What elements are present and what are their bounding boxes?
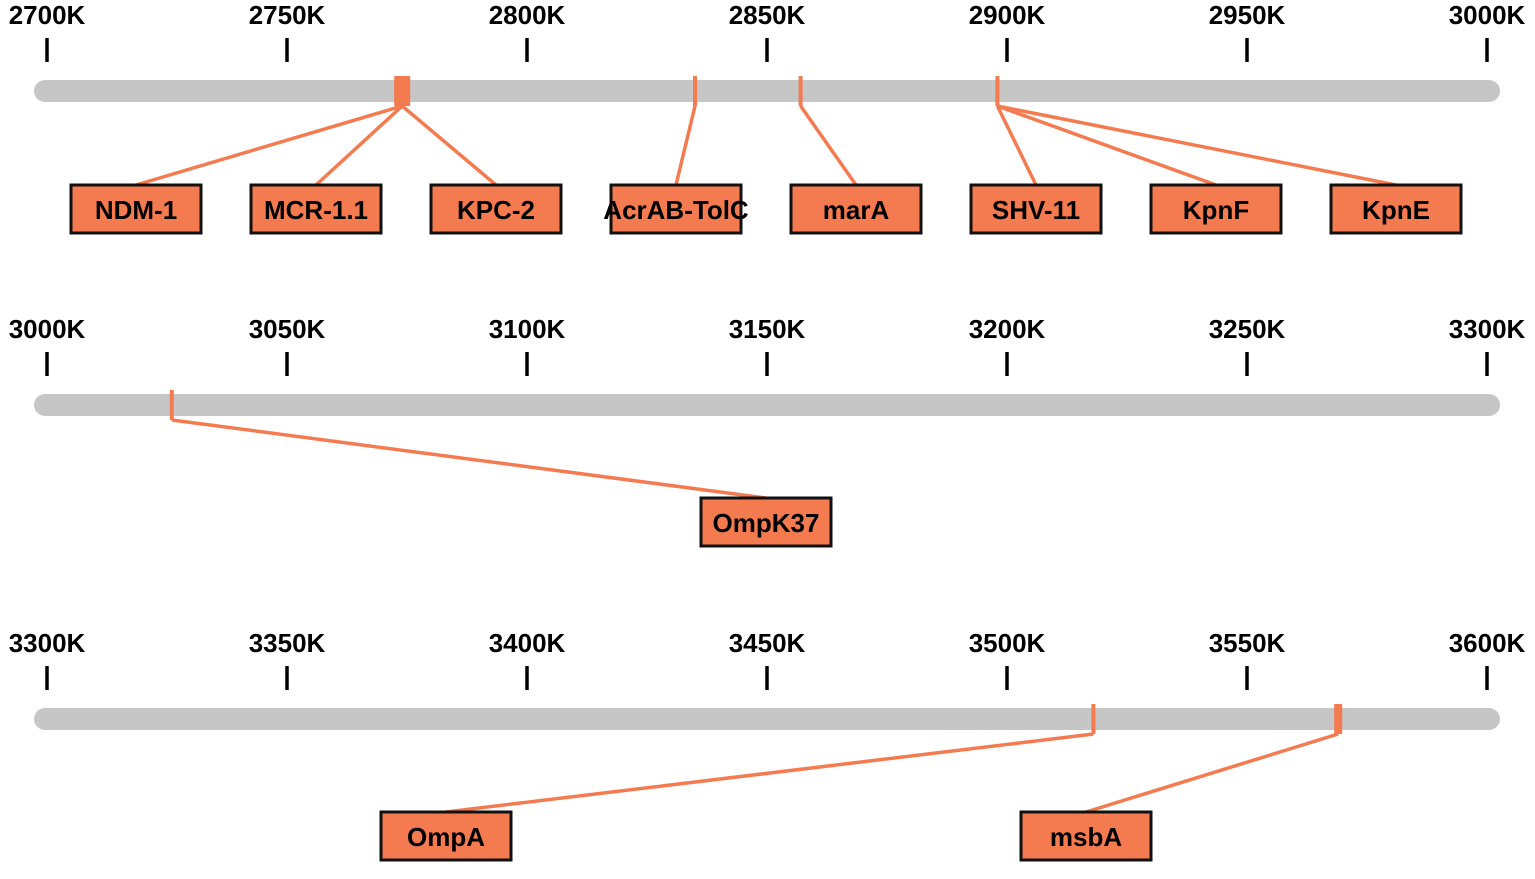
gene-label: OmpK37: [713, 508, 820, 538]
gene-connector: [995, 105, 1038, 186]
chromosome-track: [34, 708, 1500, 730]
gene-marker: [995, 76, 1000, 106]
gene-label-box: [1019, 810, 1153, 862]
tick-label: 3100K: [489, 314, 566, 344]
gene-label-box: [699, 496, 833, 548]
gene-label: MCR-1.1: [264, 195, 368, 225]
gene-marker: [394, 76, 411, 106]
tick-label: 3000K: [1449, 0, 1526, 30]
gene-label-box: [249, 183, 383, 235]
tick-label: 2700K: [9, 0, 86, 30]
gene-label-box: [969, 183, 1103, 235]
gene-connector: [674, 105, 697, 186]
tick-label: 2800K: [489, 0, 566, 30]
gene-label: KpnE: [1362, 195, 1430, 225]
tick-label: 3600K: [1449, 628, 1526, 658]
gene-label-box: [1329, 183, 1463, 235]
tick-label: 3500K: [969, 628, 1046, 658]
gene-connector: [799, 104, 858, 187]
gene-label-box: [789, 183, 923, 235]
gene-marker: [693, 76, 697, 106]
gene-marker: [1091, 704, 1096, 734]
chromosome-track: [34, 80, 1500, 102]
gene-connector: [1085, 732, 1339, 814]
gene-label: marA: [823, 195, 890, 225]
gene-connector: [171, 418, 767, 500]
gene-connector: [135, 104, 403, 187]
tick-label: 3450K: [729, 628, 806, 658]
gene-label: KpnF: [1183, 195, 1249, 225]
gene-connector: [314, 104, 404, 187]
gene-label: OmpA: [407, 822, 485, 852]
gene-label: msbA: [1050, 822, 1122, 852]
gene-label: KPC-2: [457, 195, 535, 225]
tick-label: 3300K: [1449, 314, 1526, 344]
tick-label: 2750K: [249, 0, 326, 30]
tick-label: 2950K: [1209, 0, 1286, 30]
tick-label: 2850K: [729, 0, 806, 30]
tick-label: 3150K: [729, 314, 806, 344]
tick-label: 3000K: [9, 314, 86, 344]
gene-label-box: [429, 183, 563, 235]
gene-marker: [798, 76, 803, 106]
gene-connector: [996, 104, 1217, 187]
gene-label-box: [69, 183, 203, 235]
gene-label: NDM-1: [95, 195, 177, 225]
gene-marker: [1334, 704, 1343, 734]
gene-label: SHV-11: [992, 195, 1080, 225]
gene-label-box: [1149, 183, 1283, 235]
tick-label: 3350K: [249, 628, 326, 658]
tick-label: 3400K: [489, 628, 566, 658]
tick-label: 2900K: [969, 0, 1046, 30]
gene-label-box: [609, 183, 743, 235]
gene-label: AcrAB-TolC: [603, 195, 749, 225]
gene-label-box: [379, 810, 513, 862]
tick-label: 3550K: [1209, 628, 1286, 658]
tick-label: 3300K: [9, 628, 86, 658]
tick-label: 3050K: [249, 314, 326, 344]
chromosome-track: [34, 394, 1500, 416]
tick-label: 3200K: [969, 314, 1046, 344]
gene-connector: [997, 104, 1397, 187]
gene-marker: [169, 390, 174, 420]
tick-label: 3250K: [1209, 314, 1286, 344]
gene-connector: [445, 732, 1094, 814]
gene-connector: [401, 104, 498, 187]
